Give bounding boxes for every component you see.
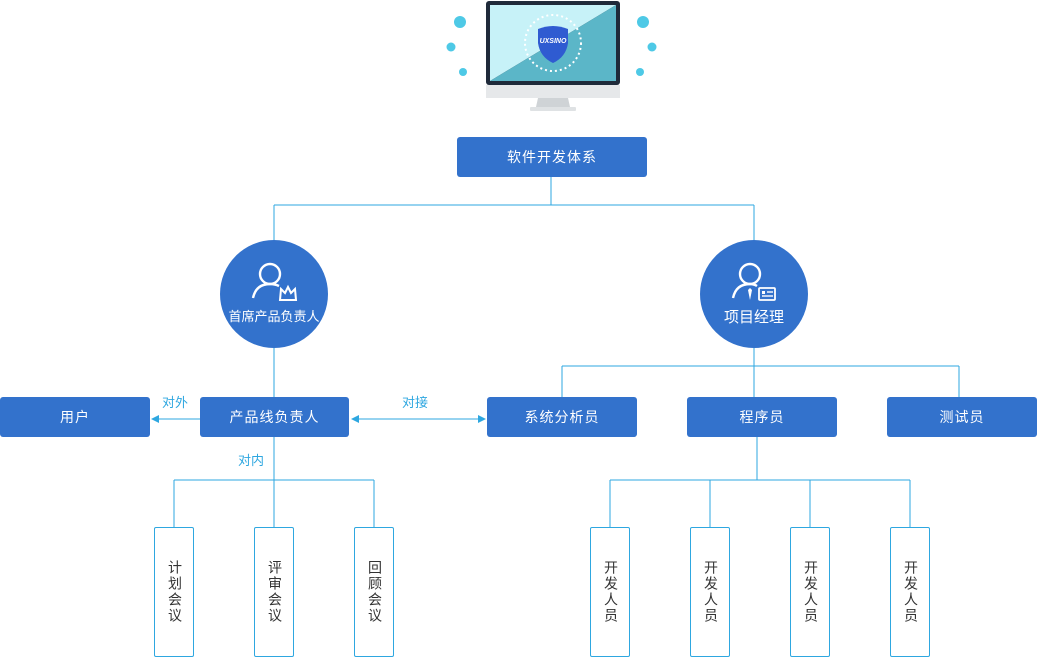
chief-label: 首席产品负责人 — [228, 309, 320, 325]
product-line-owner-node: 产品线负责人 — [200, 397, 349, 437]
monitor-illustration: UXSINO — [446, 1, 657, 111]
dot-icon — [637, 16, 649, 28]
system-analyst-label: 系统分析员 — [524, 410, 600, 426]
meeting-label: 计划会议 — [166, 560, 182, 624]
developer-label: 开发人员 — [702, 560, 718, 624]
system-analyst-node: 系统分析员 — [487, 397, 637, 437]
edge-label-internal: 对内 — [238, 454, 265, 469]
user-label: 用户 — [60, 410, 90, 426]
developer-node: 开发人员 — [790, 527, 830, 657]
logo-text: UXSINO — [540, 38, 567, 45]
developer-label: 开发人员 — [902, 560, 918, 624]
dot-icon — [459, 68, 467, 76]
dot-icon — [636, 68, 644, 76]
project-manager-node: 项目经理 — [700, 240, 808, 348]
dot-icon — [446, 42, 456, 52]
dot-icon — [647, 42, 657, 52]
edge-label-docking: 对接 — [402, 396, 429, 411]
developer-node: 开发人员 — [690, 527, 730, 657]
developer-label: 开发人员 — [602, 560, 618, 624]
programmer-node: 程序员 — [687, 397, 837, 437]
user-card-icon — [731, 262, 776, 301]
product-line-owner-label: 产品线负责人 — [229, 410, 320, 426]
meeting-node: 回顾会议 — [354, 527, 394, 657]
dot-icon — [454, 16, 466, 28]
tester-node: 测试员 — [887, 397, 1037, 437]
meeting-label: 回顾会议 — [366, 560, 382, 624]
user-crown-icon — [251, 262, 298, 301]
shield-logo-icon — [538, 26, 568, 63]
developer-node: 开发人员 — [590, 527, 630, 657]
edge-label-external: 对外 — [162, 396, 189, 411]
programmer-label: 程序员 — [739, 410, 785, 426]
tester-label: 测试员 — [939, 410, 985, 426]
chief-product-owner-node: 首席产品负责人 — [220, 240, 328, 348]
root-node: 软件开发体系 — [457, 137, 647, 177]
meeting-label: 评审会议 — [266, 560, 282, 624]
root-label: 软件开发体系 — [507, 150, 597, 166]
user-node: 用户 — [0, 397, 150, 437]
pm-label: 项目经理 — [723, 307, 784, 326]
meeting-node: 计划会议 — [154, 527, 194, 657]
developer-label: 开发人员 — [802, 560, 818, 624]
developer-node: 开发人员 — [890, 527, 930, 657]
meeting-node: 评审会议 — [254, 527, 294, 657]
